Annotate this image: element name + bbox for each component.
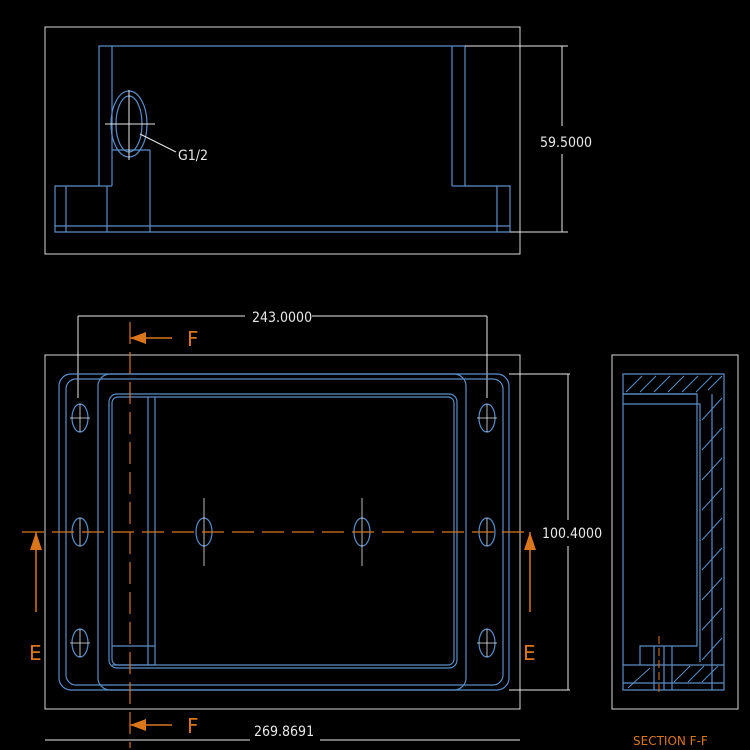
height-dimension-plan bbox=[509, 373, 570, 691]
section-arrow-f-top bbox=[130, 332, 172, 344]
section-arrow-e-right bbox=[524, 532, 536, 612]
bolt-holes bbox=[71, 403, 496, 658]
width-dimension bbox=[77, 315, 488, 398]
width-dim-value: 243.0000 bbox=[252, 310, 312, 326]
height-dim-top-value: 59.5000 bbox=[540, 135, 592, 151]
section-letter-f-top: F bbox=[187, 327, 199, 351]
section-view-part bbox=[622, 373, 725, 691]
top-view-frame bbox=[44, 26, 521, 255]
height-dimension-top bbox=[465, 45, 568, 233]
section-hatch-right bbox=[627, 397, 723, 689]
section-letter-f-bottom: F bbox=[187, 714, 199, 738]
plan-view: 243.0000 bbox=[22, 310, 602, 748]
section-view: SECTION F-F bbox=[611, 354, 739, 748]
section-arrow-f-bottom bbox=[130, 719, 172, 731]
height-dim-plan-value: 100.4000 bbox=[542, 526, 602, 542]
thread-leader bbox=[139, 133, 177, 153]
section-arrow-e-left bbox=[30, 532, 42, 612]
section-caption: SECTION F-F bbox=[633, 734, 708, 748]
overall-dim-value: 269.8691 bbox=[254, 724, 314, 740]
top-view: G1/2 59.5000 bbox=[44, 26, 592, 255]
section-view-frame bbox=[611, 354, 739, 710]
top-view-part bbox=[54, 45, 511, 233]
section-letter-e-left: E bbox=[29, 641, 42, 665]
section-letter-e-right: E bbox=[523, 641, 536, 665]
section-hatch-top bbox=[625, 375, 723, 393]
thread-label: G1/2 bbox=[178, 148, 208, 164]
